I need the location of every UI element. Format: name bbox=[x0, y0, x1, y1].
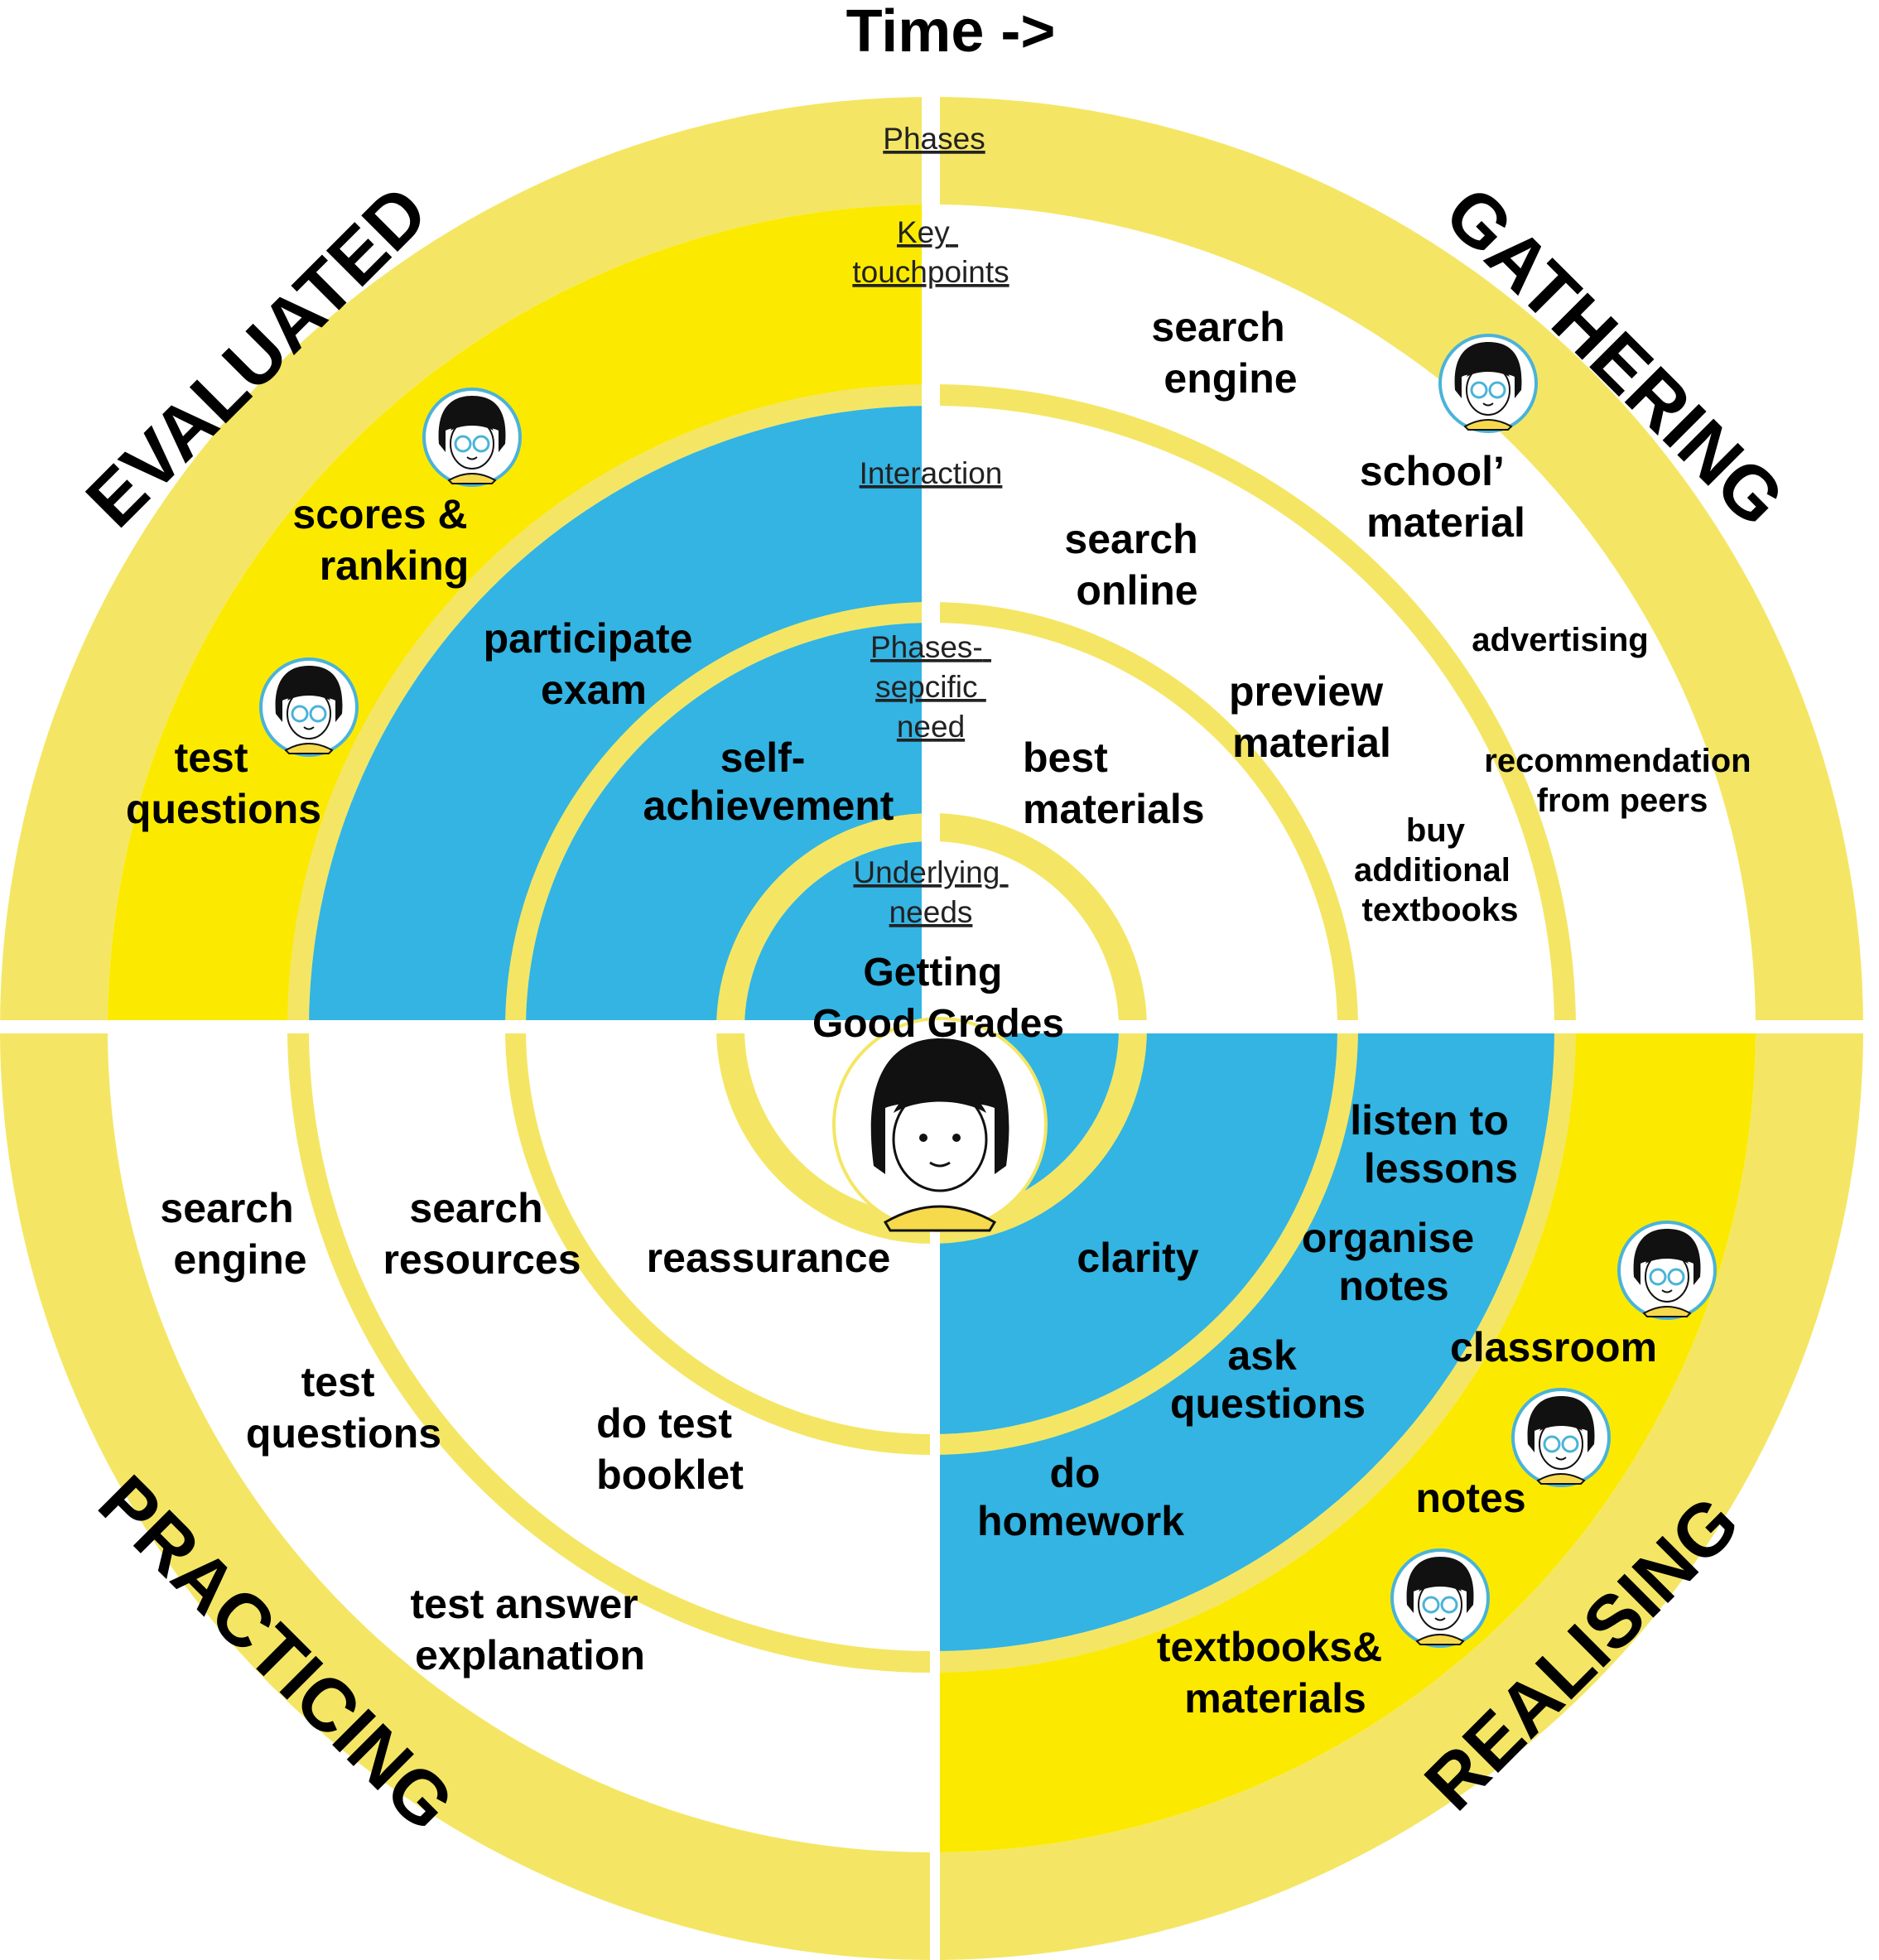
student-avatar-icon bbox=[832, 1017, 1048, 1232]
touchpoint-notes: notes bbox=[1415, 1475, 1525, 1521]
need-label-realising: clarity bbox=[1077, 1235, 1199, 1281]
touchpoint-scores-ranking: scores & ranking bbox=[292, 491, 479, 589]
avatar-icon bbox=[422, 388, 522, 487]
core-highlight-evaluated bbox=[744, 841, 923, 1024]
touchpoint-school-material: school’ material bbox=[1360, 448, 1525, 546]
interaction-do-homework: do homework bbox=[977, 1450, 1184, 1544]
touchpoint-recommendation-from-peers: recommendation from peers bbox=[1484, 743, 1760, 819]
interaction-organise-notes: organise notes bbox=[1302, 1215, 1486, 1309]
touchpoint-textbooks-materials: textbooks& materials bbox=[1157, 1624, 1394, 1722]
touchpoint-classroom: classroom bbox=[1450, 1324, 1657, 1370]
interaction-participate-exam: participate exam bbox=[484, 615, 705, 713]
interaction-preview-material: preview material bbox=[1229, 668, 1395, 766]
need-label-gathering: best materials bbox=[1023, 734, 1205, 832]
vertical-divider-top bbox=[922, 75, 940, 1028]
touchpoint-buy-additional-textbooks: buy additional textbooks bbox=[1354, 812, 1520, 928]
caption-touchpoints: Key touchpoints bbox=[852, 215, 1009, 289]
center-need-label: Getting Good Grades bbox=[812, 951, 1064, 1046]
interaction-ask-questions: ask questions bbox=[1170, 1332, 1366, 1427]
interaction-do-test-booklet: do test booklet bbox=[596, 1400, 744, 1498]
time-axis-title: Time -> bbox=[846, 0, 1056, 65]
touchpoint-test-questions-evaluated: test questions bbox=[126, 734, 321, 832]
caption-phase-need: Phases- sepcific need bbox=[870, 630, 991, 744]
avatar-icon bbox=[1438, 334, 1538, 433]
touchpoint-test-answer-explanation: test answer explanation bbox=[410, 1581, 649, 1678]
interaction-search-resources: search resources bbox=[383, 1185, 581, 1283]
need-label-evaluated: self- achievement bbox=[643, 734, 894, 829]
interaction-listen-to-lessons: listen to lessons bbox=[1350, 1097, 1520, 1192]
interaction-search-online: search online bbox=[1064, 516, 1209, 614]
touchpoint-search-engine-gathering: search engine bbox=[1151, 304, 1297, 402]
avatar-icon bbox=[1511, 1388, 1611, 1487]
touchpoint-test-questions-practicing: test questions bbox=[246, 1359, 441, 1457]
avatar-icon bbox=[1390, 1548, 1490, 1648]
caption-underlying-needs: Underlying needs bbox=[853, 855, 1008, 929]
need-label-practicing: reassurance bbox=[647, 1235, 891, 1281]
avatar-icon bbox=[1617, 1221, 1717, 1320]
avatar-icon bbox=[259, 657, 359, 757]
touchpoint-search-engine-practicing: search engine bbox=[160, 1185, 306, 1283]
vertical-divider-bottom bbox=[930, 1028, 940, 1960]
caption-phases: Phases bbox=[883, 122, 985, 156]
touchpoint-advertising: advertising bbox=[1472, 622, 1648, 658]
caption-interaction: Interaction bbox=[860, 456, 1003, 490]
